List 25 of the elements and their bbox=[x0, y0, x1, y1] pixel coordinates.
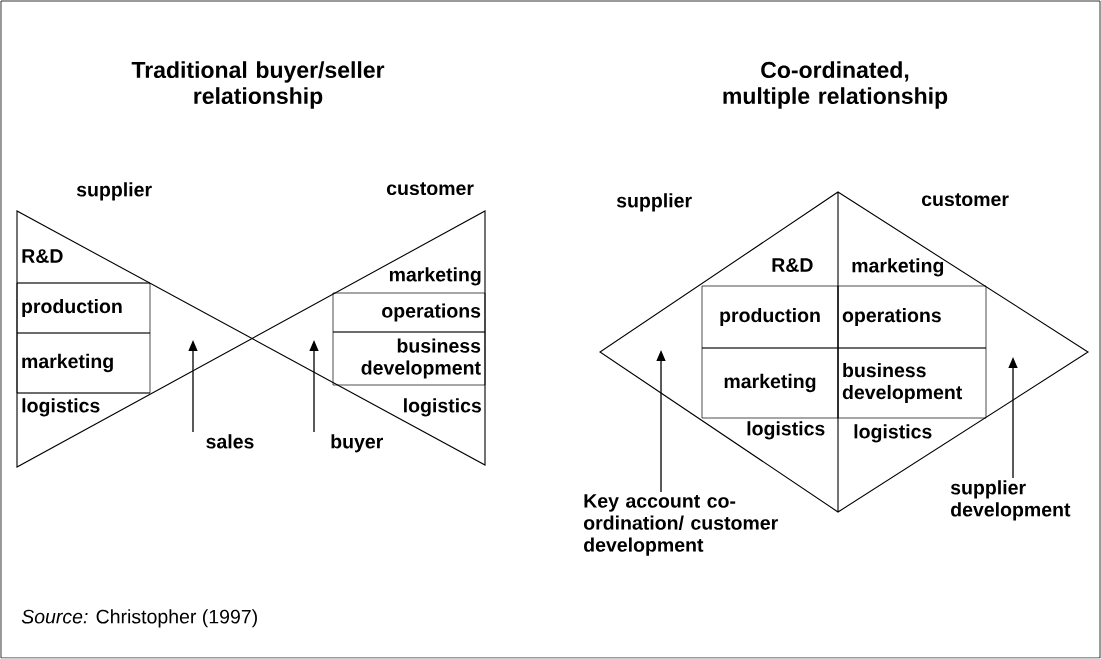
table-cell: operations bbox=[332, 292, 486, 333]
label: logistics bbox=[854, 424, 932, 443]
source-note: Source: Christopher (1997) bbox=[21, 609, 257, 628]
table-cell: business development bbox=[332, 331, 486, 386]
label: customer bbox=[922, 193, 1009, 207]
table-cell: marketing bbox=[16, 332, 151, 394]
arrow-label: sales bbox=[206, 434, 254, 449]
table-cell: operations bbox=[837, 285, 987, 349]
arrow-label: supplier development bbox=[950, 480, 1071, 521]
heading: Traditional buyer/seller relationship bbox=[131, 61, 385, 109]
label: customer bbox=[386, 182, 474, 196]
label: R&D bbox=[772, 258, 813, 272]
table-cell: business development bbox=[837, 347, 987, 419]
label: marketing bbox=[852, 258, 944, 277]
label: supplier bbox=[616, 193, 692, 212]
arrow-label: buyer bbox=[331, 434, 383, 453]
label: marketing bbox=[389, 267, 481, 286]
arrow-label: Key account co-ordination/ customer development bbox=[583, 494, 778, 556]
heading: Co-ordinated, multiple relationship bbox=[723, 61, 948, 109]
table-cell: marketing bbox=[701, 347, 839, 419]
label: R&D bbox=[22, 249, 63, 263]
label: logistics bbox=[747, 421, 825, 440]
table-cell: production bbox=[701, 285, 839, 349]
label: supplier bbox=[76, 182, 152, 201]
table-cell: production bbox=[16, 282, 151, 334]
